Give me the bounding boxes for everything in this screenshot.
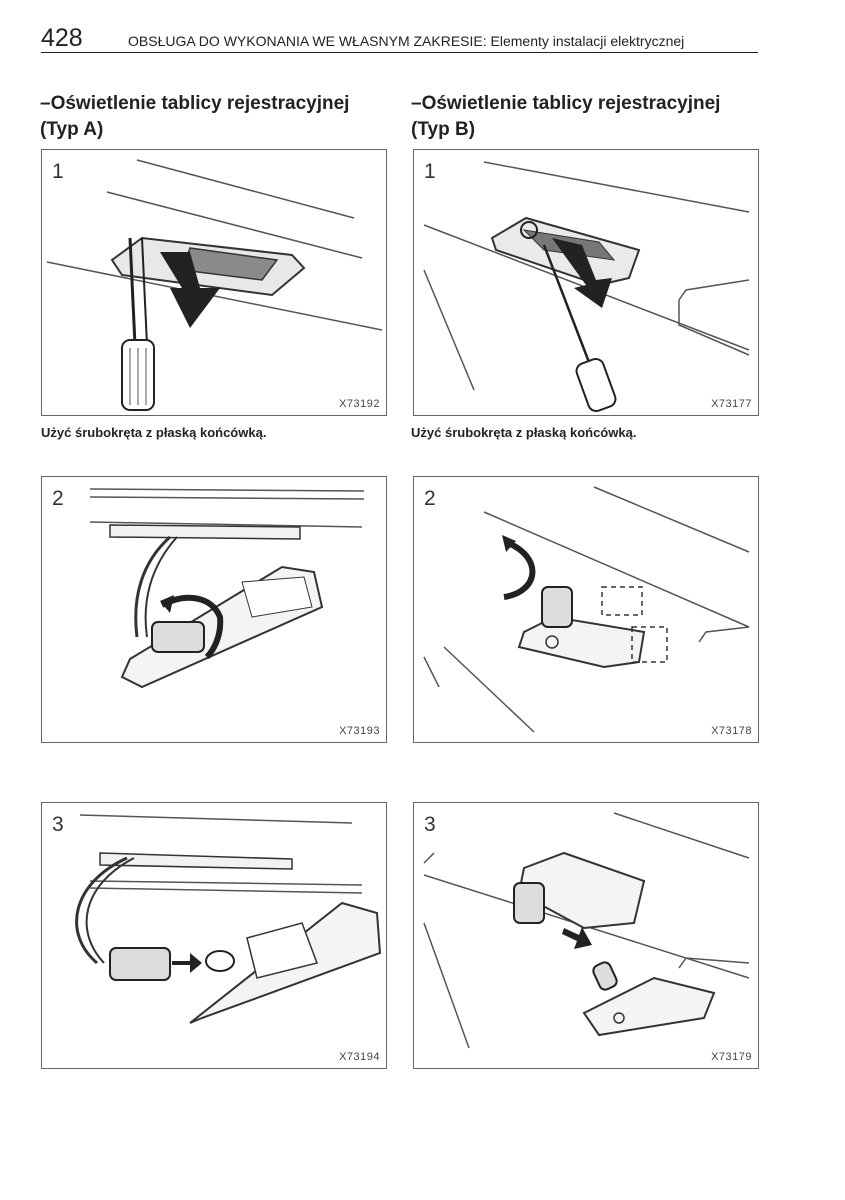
illustration-pull-out-bulb xyxy=(423,812,750,1049)
figure-type-b-step-1: 1 X73177 xyxy=(413,149,759,416)
section-title-line2: (Typ A) xyxy=(40,119,104,140)
section-title-line2: (Typ B) xyxy=(411,119,476,140)
step-number: 1 xyxy=(52,160,64,183)
figure-type-a-step-1: 1 X73192 xyxy=(41,149,387,416)
section-title-type-b: –Oświetlenie tablicy rejestracyjnej (Typ… xyxy=(411,91,771,143)
running-title: OBSŁUGA DO WYKONANIA WE WŁASNYM ZAKRESIE… xyxy=(128,33,685,49)
illustration-remove-lens-screwdriver xyxy=(46,159,383,411)
illustration-pull-out-bulb xyxy=(75,814,382,1024)
figure-type-b-step-2: 2 X73178 xyxy=(413,476,759,743)
page-number: 428 xyxy=(41,24,83,52)
section-title-line1: –Oświetlenie tablicy rejestracyjnej xyxy=(40,93,350,114)
figure-code: X73177 xyxy=(711,398,752,410)
figure-code: X73179 xyxy=(711,1051,752,1063)
step-number: 3 xyxy=(424,813,436,836)
illustration-remove-lens-screwdriver xyxy=(423,161,750,413)
section-title-line1: –Oświetlenie tablicy rejestracyjnej xyxy=(411,93,721,114)
figure-code: X73192 xyxy=(339,398,380,410)
figure-type-b-step-3: 3 X73179 xyxy=(413,802,759,1069)
illustration-twist-socket xyxy=(89,488,365,689)
figure-caption-type-a: Użyć śrubokręta z płaską końcówką. xyxy=(41,425,267,440)
step-number: 1 xyxy=(424,160,436,183)
figure-code: X73193 xyxy=(339,725,380,737)
figure-type-a-step-2: 2 X73193 xyxy=(41,476,387,743)
illustration-twist-socket xyxy=(423,486,750,733)
page-header: 428 OBSŁUGA DO WYKONANIA WE WŁASNYM ZAKR… xyxy=(41,24,758,53)
figure-code: X73194 xyxy=(339,1051,380,1063)
step-number: 2 xyxy=(52,487,64,510)
section-title-type-a: –Oświetlenie tablicy rejestracyjnej (Typ… xyxy=(40,91,400,143)
figure-type-a-step-3: 3 X73194 xyxy=(41,802,387,1069)
figure-caption-type-b: Użyć śrubokręta z płaską końcówką. xyxy=(411,425,637,440)
step-number: 3 xyxy=(52,813,64,836)
step-number: 2 xyxy=(424,487,436,510)
figure-code: X73178 xyxy=(711,725,752,737)
